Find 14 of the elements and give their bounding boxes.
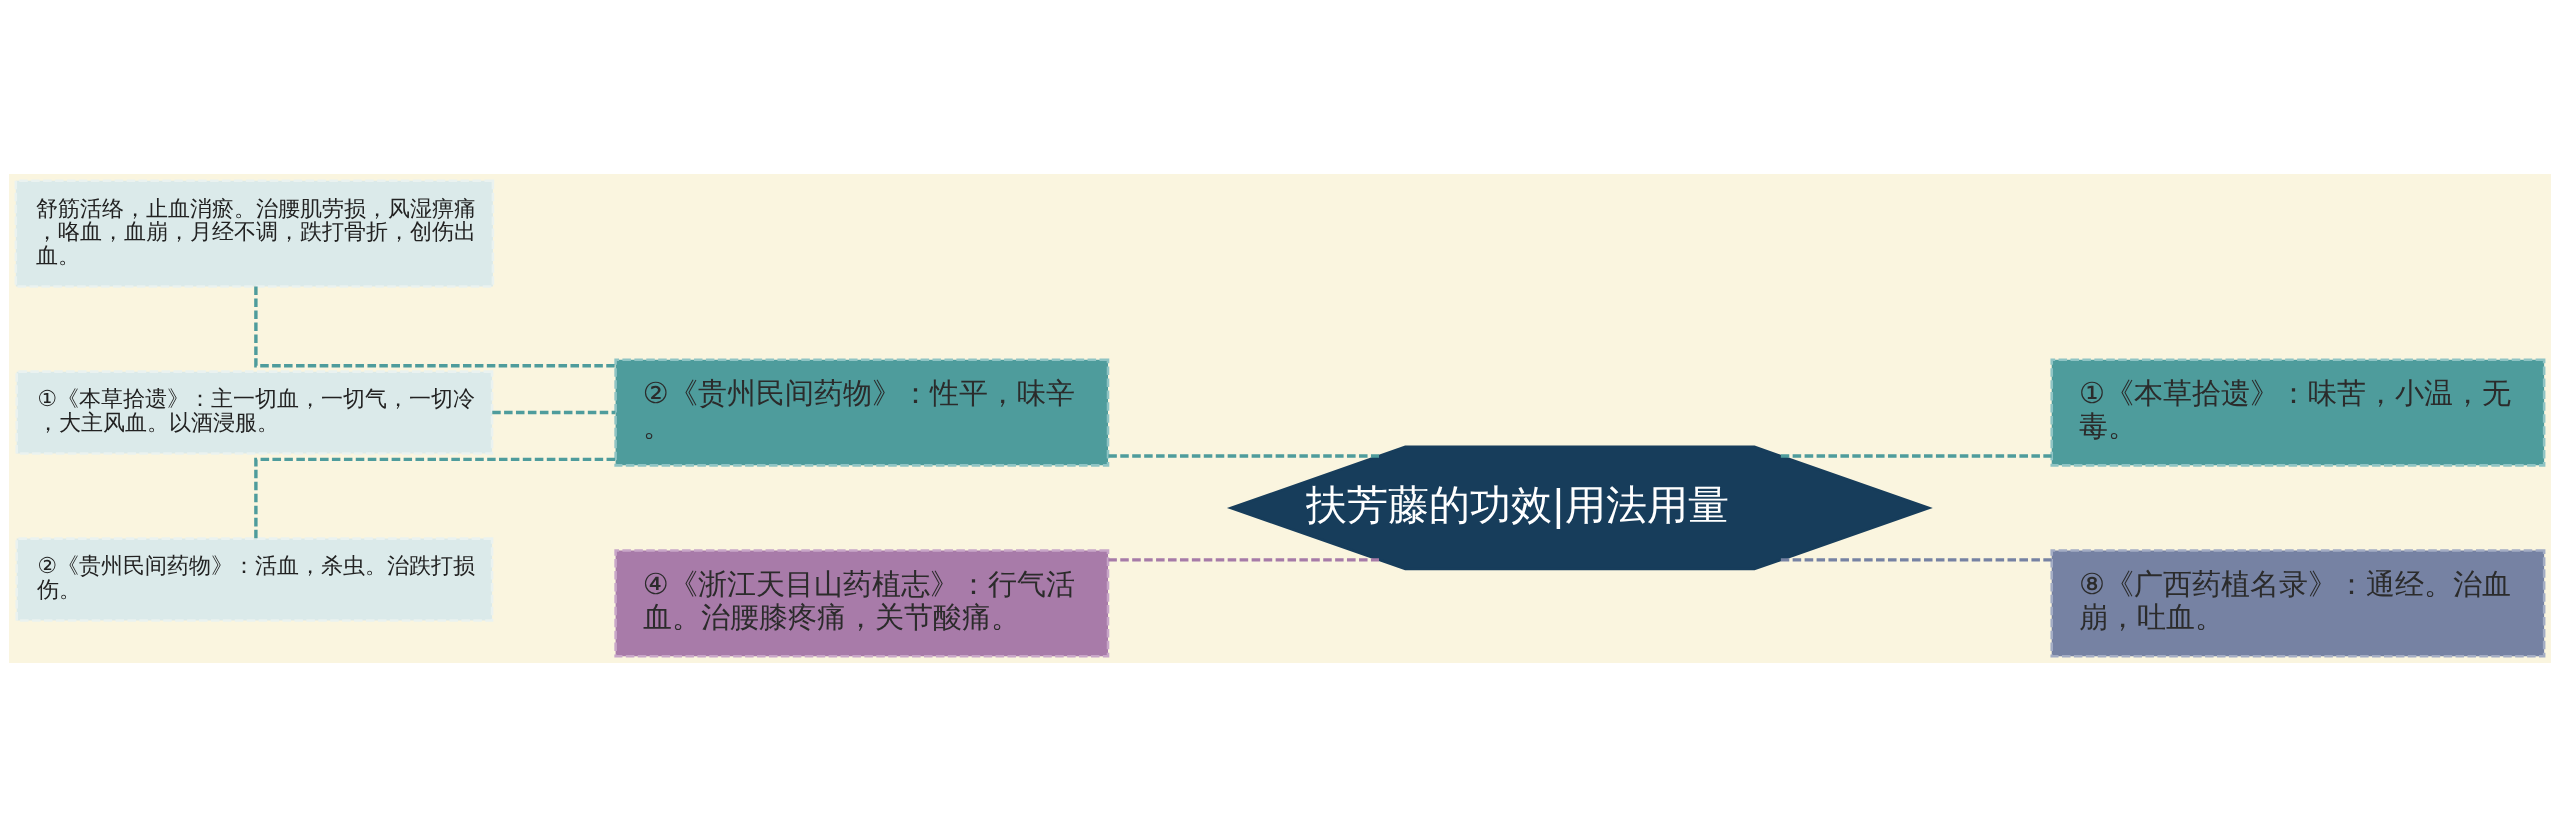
connector — [1108, 558, 1379, 562]
connector — [254, 286, 616, 368]
connector — [254, 457, 616, 539]
node-box: ②《贵州民间药物》：性平，味辛。 — [614, 358, 1110, 467]
connector — [1108, 454, 1379, 458]
node-box: 舒筋活络，止血消瘀。治腰肌劳损，风湿痹痛，咯血，血崩，月经不调，跌打骨折，创伤出血。 — [14, 179, 495, 288]
connector — [492, 410, 616, 415]
node-box: ②《贵州民间药物》：活血，杀虫。治跌打损伤。 — [15, 537, 494, 622]
node-box: ①《本草拾遗》：主一切血，一切气，一切冷，大主风血。以酒浸服。 — [15, 370, 494, 455]
connector — [1780, 454, 2052, 458]
node-box: ①《本草拾遗》：味苦，小温，无毒。 — [2050, 358, 2546, 467]
node-box: ⑧《广西药植名录》：通经。治血崩，吐血。 — [2050, 549, 2546, 658]
node-box: ④《浙江天目山药植志》：行气活血。治腰膝疼痛，关节酸痛。 — [614, 549, 1110, 658]
connector — [1780, 558, 2052, 562]
